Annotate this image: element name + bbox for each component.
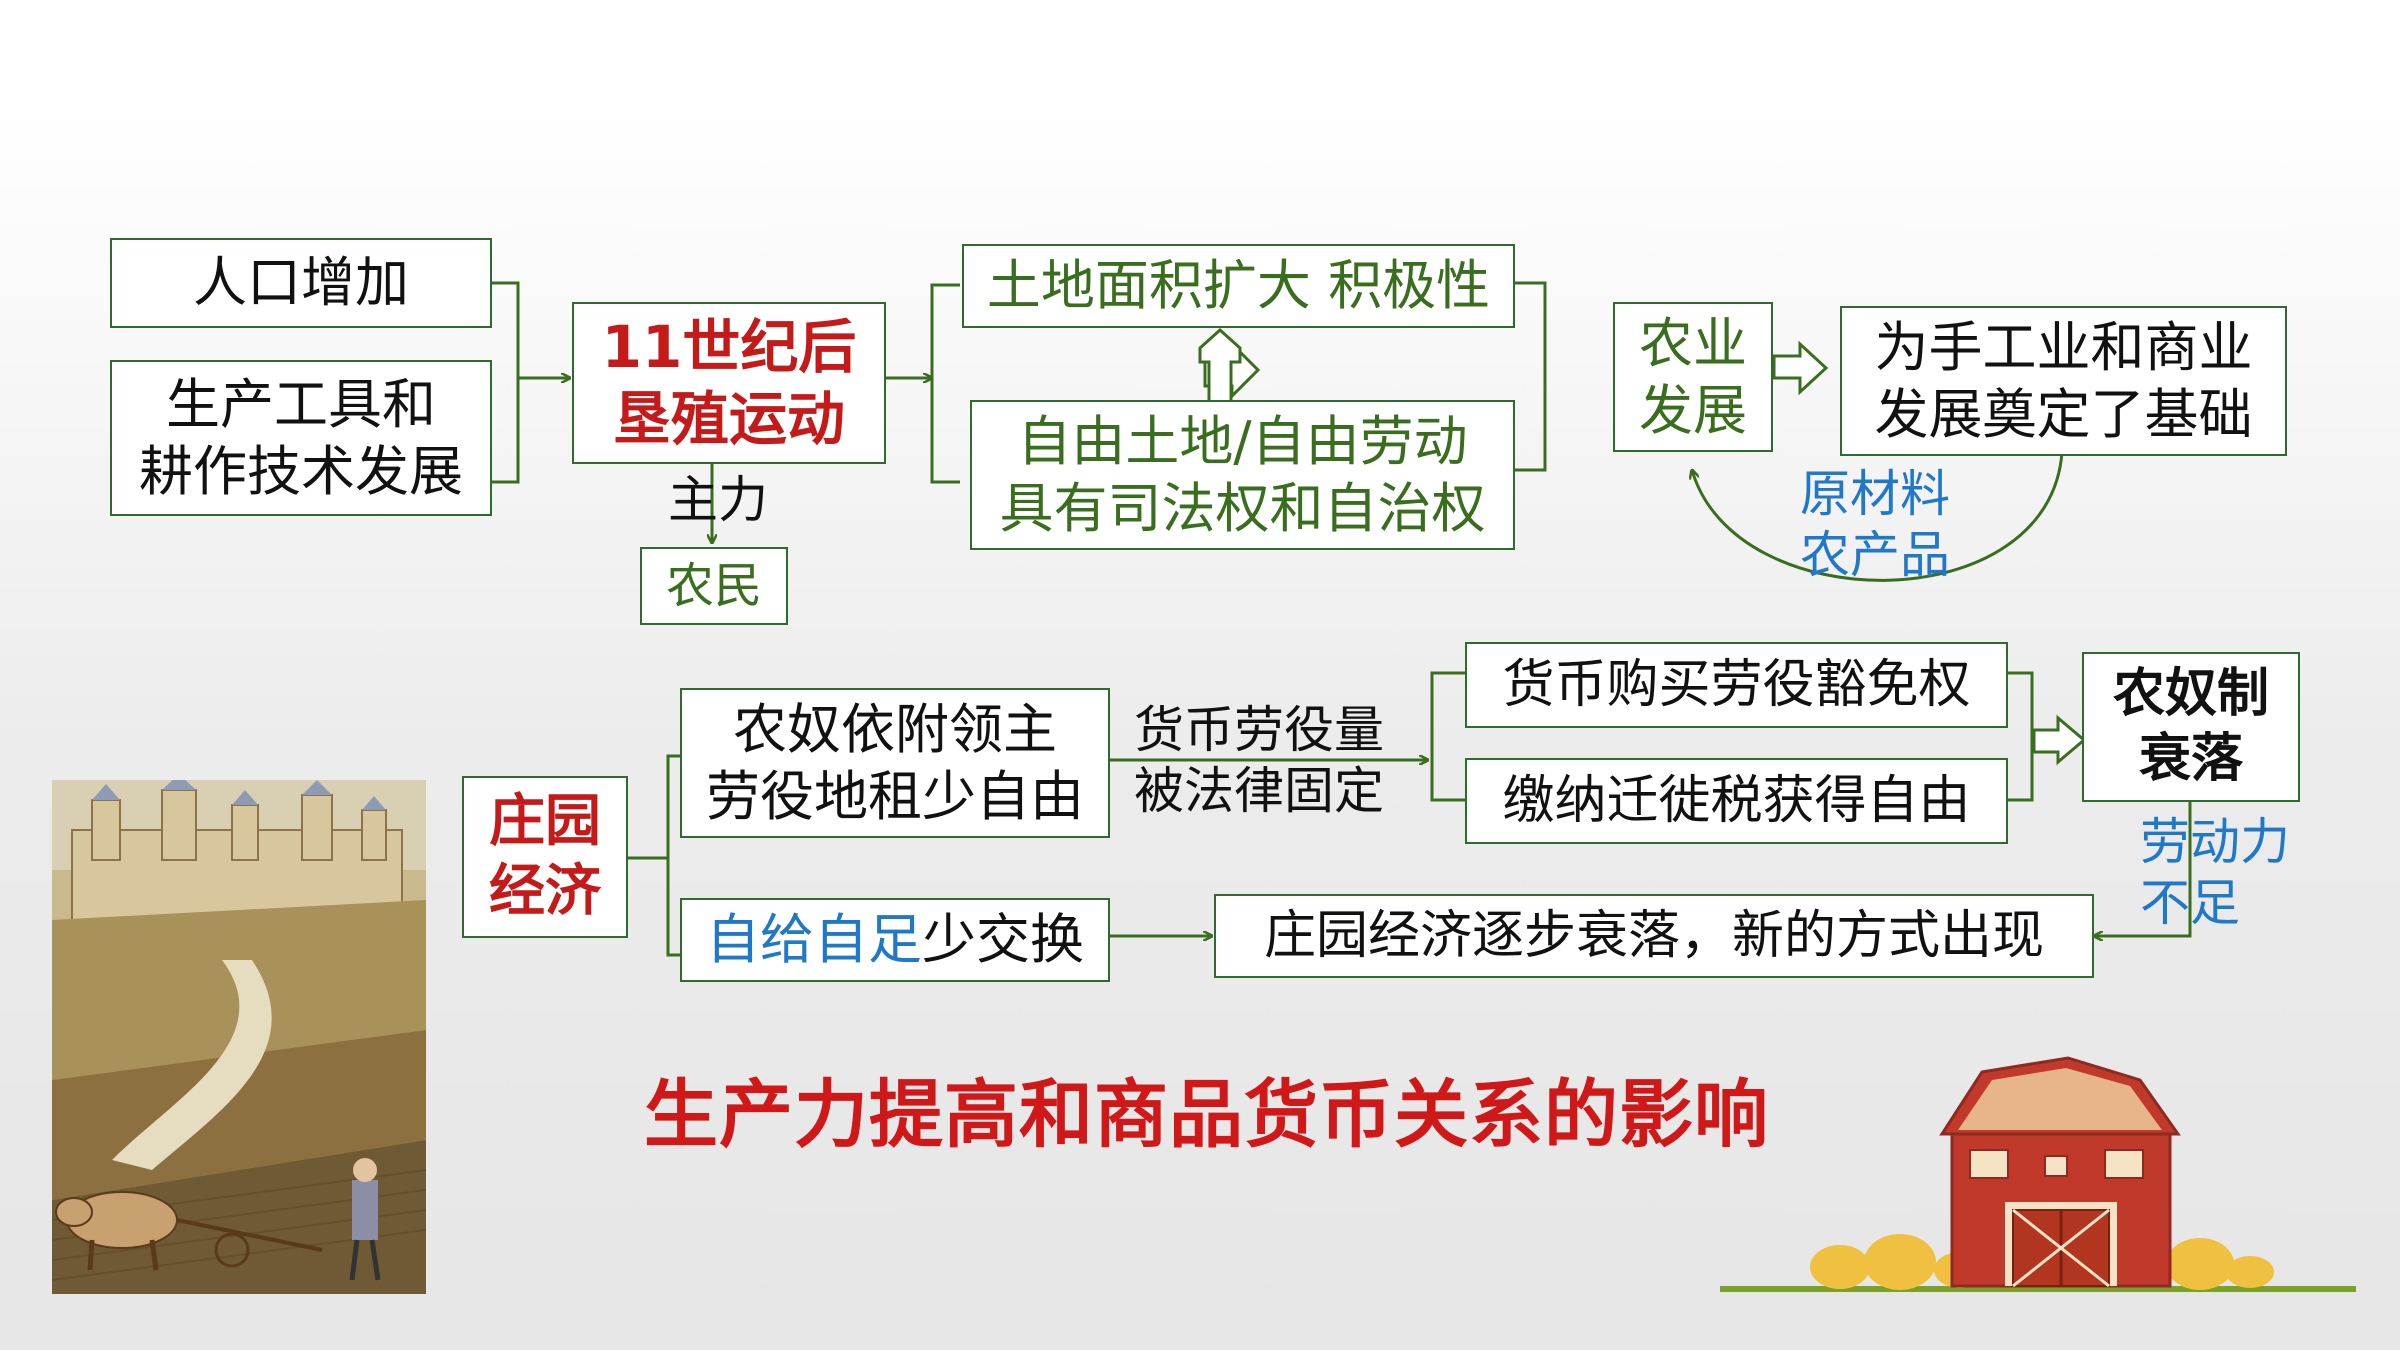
labor-shortage-line1: 劳动力 xyxy=(2140,813,2290,871)
foundation-line2: 发展奠定了基础 xyxy=(1874,383,2253,446)
pay-tax-box: 缴纳迁徙税获得自由 xyxy=(1465,758,2008,844)
self-sufficiency-blue: 自给自足 xyxy=(706,908,922,972)
buy-exemption-text: 货币购买劳役豁免权 xyxy=(1502,654,1971,715)
land-expansion-text: 土地面积扩大 积极性 xyxy=(986,254,1491,318)
pay-tax-text: 缴纳迁徙税获得自由 xyxy=(1502,770,1971,831)
foundation-box: 为手工业和商业 发展奠定了基础 xyxy=(1840,306,2287,456)
land-expansion-box: 土地面积扩大 积极性 xyxy=(962,244,1515,328)
money-labor-label: 货币劳役量 被法律固定 xyxy=(1134,700,1384,822)
foundation-line1: 为手工业和商业 xyxy=(1874,315,2253,379)
manor-decline-box: 庄园经济逐步衰落，新的方式出现 xyxy=(1214,894,2094,978)
cause-tools-box: 生产工具和 耕作技术发展 xyxy=(110,360,492,516)
feedback-label: 原材料 农产品 xyxy=(1800,464,1950,586)
cause-tools-line2: 耕作技术发展 xyxy=(139,440,463,503)
headline: 生产力提高和商品货币关系的影响 xyxy=(644,1072,1769,1158)
self-sufficiency-box: 自给自足少交换 xyxy=(680,898,1110,982)
buy-exemption-box: 货币购买劳役豁免权 xyxy=(1465,642,2008,728)
cause-population-text: 人口增加 xyxy=(193,251,409,315)
free-land-box: 自由土地/自由劳动 具有司法权和自治权 xyxy=(970,400,1515,550)
reclamation-movement-box: 11世纪后 垦殖运动 xyxy=(572,302,886,464)
reclamation-line2: 垦殖运动 xyxy=(612,385,845,453)
peasants-box: 农民 xyxy=(640,547,788,625)
manor-economy-box: 庄园 经济 xyxy=(462,776,628,938)
agriculture-line2: 发展 xyxy=(1639,379,1747,442)
barn-house-icon xyxy=(1720,1052,2356,1300)
free-land-line1: 自由土地/自由劳动 xyxy=(1017,409,1468,473)
serfdom-decline-line2: 衰落 xyxy=(2138,729,2243,789)
self-sufficiency-rest: 少交换 xyxy=(922,908,1084,972)
agriculture-development-box: 农业 发展 xyxy=(1613,302,1773,452)
labor-shortage-line2: 不足 xyxy=(2140,874,2240,932)
cause-population-box: 人口增加 xyxy=(110,238,492,328)
serf-dependence-box: 农奴依附领主 劳役地租少自由 xyxy=(680,688,1110,838)
reclamation-line1: 11世纪后 xyxy=(601,312,857,381)
agriculture-line1: 农业 xyxy=(1639,311,1747,375)
cause-tools-line1: 生产工具和 xyxy=(166,372,436,436)
feedback-line1: 原材料 xyxy=(1800,465,1950,523)
free-land-line2: 具有司法权和自治权 xyxy=(999,477,1486,540)
manor-line2: 经济 xyxy=(489,859,601,924)
peasants-text: 农民 xyxy=(665,558,762,614)
feedback-line2: 农产品 xyxy=(1800,526,1950,584)
labor-shortage-label: 劳动力 不足 xyxy=(2140,812,2290,934)
manor-decline-text: 庄园经济逐步衰落，新的方式出现 xyxy=(1263,905,2044,966)
main-force-label: 主力 xyxy=(668,471,768,529)
serfdom-decline-line1: 农奴制 xyxy=(2112,664,2269,724)
hollow-arrow-up-icon xyxy=(1198,327,1242,414)
money-labor-line2: 被法律固定 xyxy=(1134,762,1384,820)
hollow-arrow-right-icon xyxy=(2032,714,2087,766)
serf-line2: 劳役地租少自由 xyxy=(706,765,1084,828)
serf-line1: 农奴依附领主 xyxy=(733,697,1057,761)
manor-line1: 庄园 xyxy=(489,789,601,854)
medieval-farming-painting xyxy=(52,780,426,1294)
hollow-arrow-right-icon xyxy=(1772,340,1829,396)
serfdom-decline-box: 农奴制 衰落 xyxy=(2082,652,2300,802)
money-labor-line1: 货币劳役量 xyxy=(1134,701,1384,759)
